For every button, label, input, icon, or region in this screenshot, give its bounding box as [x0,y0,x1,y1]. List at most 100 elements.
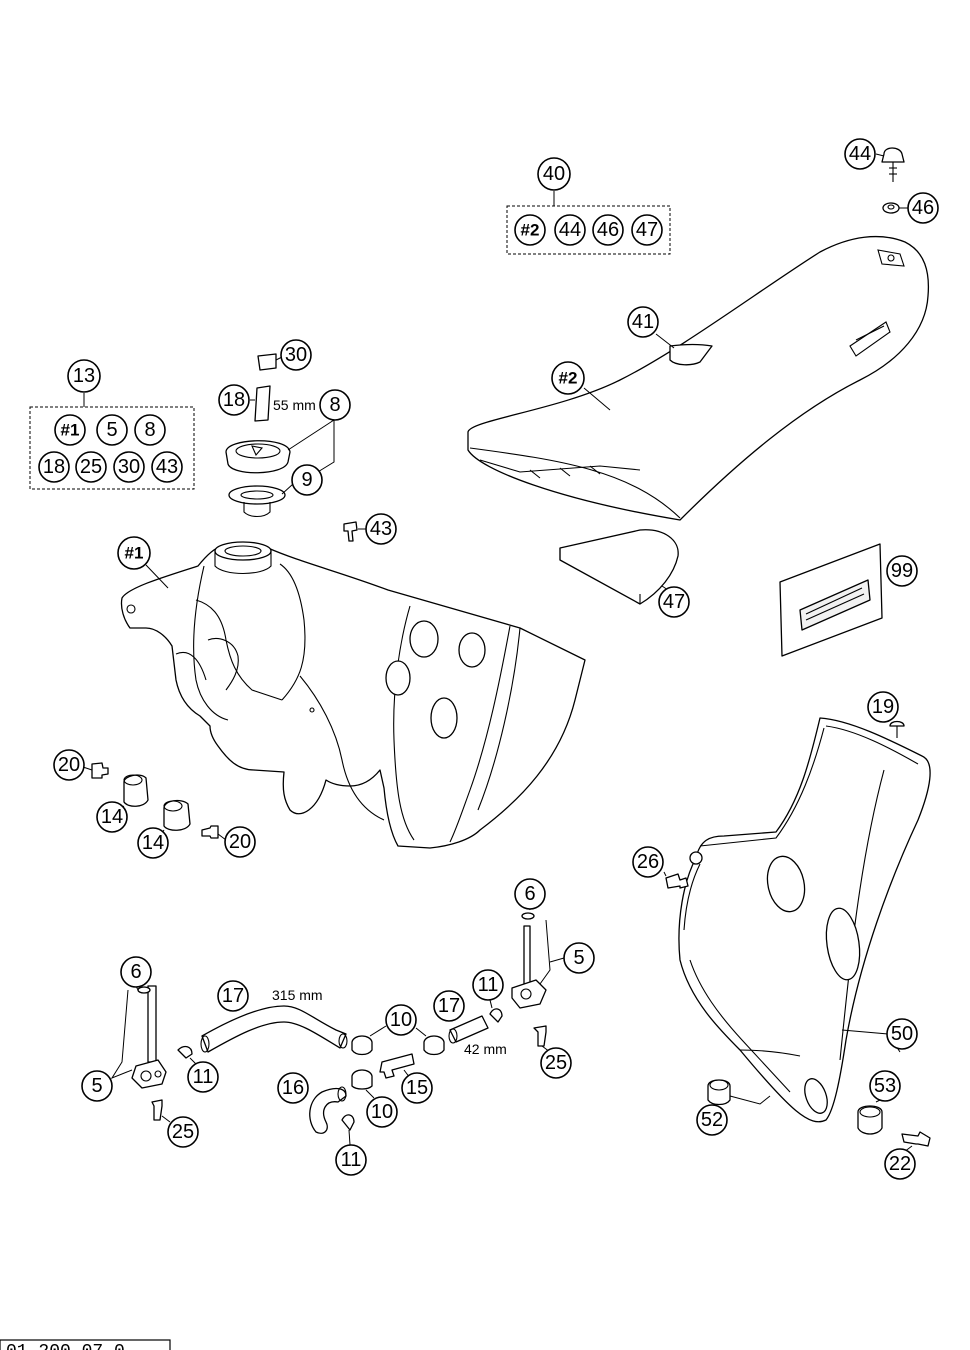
callout-11-right[interactable]: 11 [472,969,504,1001]
dimension-42mm: 42 mm [464,1041,507,1057]
callout-11-left[interactable]: 11 [187,1061,219,1093]
seat-kit-item-4[interactable]: 47 [631,214,663,246]
svg-text:10: 10 [390,1009,412,1031]
callout-17-left[interactable]: 17 [217,980,249,1012]
callout-20-left[interactable]: 20 [53,749,85,781]
callout-6-left[interactable]: 6 [120,956,152,988]
callout-30[interactable]: 30 [280,339,312,371]
screw-25-left[interactable] [151,1099,163,1121]
callout-18[interactable]: 18 [218,384,250,416]
rubber-bushing-14-lower[interactable] [163,799,191,831]
callout-6-right[interactable]: 6 [514,878,546,910]
tank-kit-item-4[interactable]: 18 [38,451,70,483]
bolt-44-part[interactable] [881,147,905,163]
tank-kit-item-3[interactable]: 8 [134,414,166,446]
callout-11-mid[interactable]: 11 [335,1144,367,1176]
bolt-20-right[interactable] [201,825,219,839]
side-cover-body[interactable] [678,717,931,1123]
callout-50[interactable]: 50 [886,1018,918,1050]
callout-5-left[interactable]: 5 [81,1070,113,1102]
svg-text:6: 6 [130,961,141,983]
tank-kit-item-5[interactable]: 25 [75,451,107,483]
sleeve-part[interactable] [257,353,277,371]
clamp-10-lower[interactable] [351,1069,373,1090]
tank-mounts: 20 14 14 20 [53,749,256,859]
svg-text:#2: #2 [521,221,540,240]
tank-kit-item-2[interactable]: 5 [96,414,128,446]
vent-hose-part[interactable] [254,385,271,422]
fuel-tank[interactable]: #1 [117,536,586,849]
svg-text:#2: #2 [559,369,578,388]
callout-47[interactable]: 47 [658,586,690,618]
callout-25-right[interactable]: 25 [540,1047,572,1079]
bolt-22-part[interactable] [901,1131,931,1147]
svg-text:47: 47 [636,219,658,241]
callout-16[interactable]: 16 [277,1072,309,1104]
callout-44[interactable]: 44 [844,138,876,170]
callout-19[interactable]: 19 [867,691,899,723]
svg-text:17: 17 [438,995,460,1017]
fuel-tap-right-body[interactable] [511,979,547,1009]
gasket-part[interactable] [228,485,286,505]
svg-text:44: 44 [559,219,581,241]
callout-10-b[interactable]: 10 [366,1096,398,1128]
callout-22[interactable]: 22 [884,1148,916,1180]
hose-17-short[interactable] [449,1015,489,1043]
callout-43[interactable]: 43 [365,513,397,545]
bushing-52-part[interactable] [707,1079,731,1106]
callout-13-label: 13 [73,365,95,387]
callout-46[interactable]: 46 [907,192,939,224]
bolt-20-left[interactable] [91,762,109,779]
seat-body[interactable] [467,235,930,521]
callout-13[interactable]: 13 [67,359,101,393]
callout-17-right[interactable]: 17 [433,990,465,1022]
dimension-55mm: 55 mm [273,397,316,413]
callout-14-upper[interactable]: 14 [96,801,128,833]
callout-20-right[interactable]: 20 [224,826,256,858]
callout-40[interactable]: 40 [537,157,571,191]
clamp-11-left[interactable] [177,1045,193,1059]
hose-16[interactable] [309,1087,347,1134]
callout-26[interactable]: 26 [632,846,664,878]
callout-52[interactable]: 52 [696,1104,728,1136]
fuel-tap-left-body[interactable] [131,1059,167,1089]
tank-kit-item-7[interactable]: 43 [151,451,183,483]
t-connector-15[interactable] [379,1053,415,1079]
callout-5-right[interactable]: 5 [563,942,595,974]
grommet-53-part[interactable] [857,1105,883,1135]
seat-kit-item-3[interactable]: 46 [592,214,624,246]
clamp-10-b[interactable] [423,1035,445,1056]
tank-kit-item-6[interactable]: 30 [113,451,145,483]
callout-10-a[interactable]: 10 [385,1004,417,1036]
seat-kit-item-2[interactable]: 44 [554,214,586,246]
screw-25-right[interactable] [533,1025,547,1047]
seat-foam-47[interactable] [559,529,679,605]
clamp-10-a[interactable] [351,1035,373,1056]
seat-kit-item-1[interactable]: #2 [514,214,546,246]
callout-hash2-seat[interactable]: #2 [551,361,585,395]
callout-hash1-tank[interactable]: #1 [117,536,151,570]
callout-14-lower[interactable]: 14 [137,827,169,859]
callout-99[interactable]: 99 [886,555,918,587]
screw-43-part[interactable] [343,521,358,542]
screw-19-part[interactable] [889,720,905,727]
callout-15[interactable]: 15 [401,1072,433,1104]
callout-41[interactable]: 41 [627,306,659,338]
o-ring-6-right[interactable] [521,912,535,920]
rubber-bushing-14-upper[interactable] [123,774,149,807]
screw-26-part[interactable] [665,873,689,889]
clamp-11-mid[interactable] [341,1114,355,1131]
clamp-11-right[interactable] [489,1008,503,1023]
fuel-tank-body[interactable] [120,545,586,849]
fuel-tap-right-pipe[interactable] [523,925,531,985]
callout-25-left[interactable]: 25 [167,1116,199,1148]
fuel-tap-left-pipe[interactable] [147,985,157,1063]
filler-cap-part[interactable] [225,440,291,474]
tank-kit-item-1[interactable]: #1 [54,414,86,446]
o-ring-6-left[interactable] [137,986,151,994]
callout-53[interactable]: 53 [869,1070,901,1102]
callout-9[interactable]: 9 [291,464,323,496]
callout-8[interactable]: 8 [319,389,351,421]
seat-logo-41[interactable] [669,343,713,366]
hose-17-long[interactable] [201,1005,347,1053]
